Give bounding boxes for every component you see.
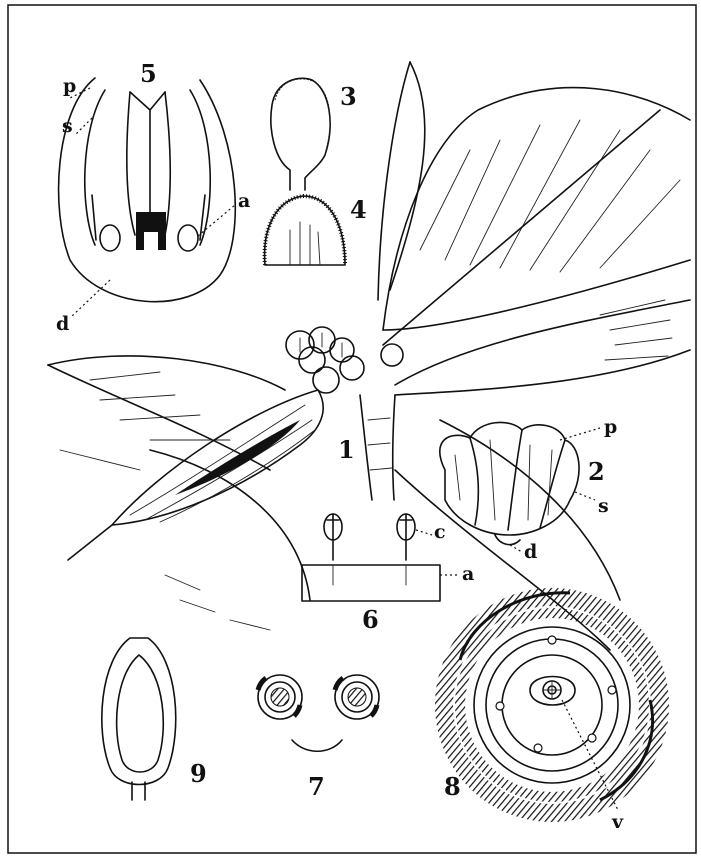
fig5-label-p: p	[63, 75, 76, 97]
fig3-label: 3	[340, 82, 357, 111]
fig7-glands	[258, 675, 379, 751]
fig8-label: 8	[444, 772, 461, 801]
fig5-label-d: d	[56, 313, 69, 335]
fig2-label-p: p	[604, 416, 617, 438]
fig1-label: 1	[338, 435, 355, 464]
fig8-label-v: v	[611, 811, 624, 833]
fig9-label: 9	[190, 759, 207, 788]
fig2-label-s: s	[598, 495, 609, 517]
fig6-label-c: c	[434, 521, 446, 543]
fig6-label-a: a	[462, 563, 474, 585]
fig3-petal	[271, 78, 330, 190]
fig6-label: 6	[362, 605, 379, 634]
fig7-label: 7	[308, 772, 325, 801]
fig2-label: 2	[588, 457, 605, 486]
fig9-seed	[102, 638, 176, 800]
fig6-stamens	[302, 514, 440, 601]
fig5-label-a: a	[238, 190, 250, 212]
fig5-label-s: s	[62, 115, 73, 137]
fig4-sepal	[265, 196, 345, 265]
fig1-branch-drawing	[48, 62, 690, 650]
fig5-flower-section	[59, 78, 236, 302]
fig5-label: 5	[140, 59, 157, 88]
fig4-label: 4	[350, 195, 367, 224]
fig8-floral-diagram	[444, 593, 660, 813]
plate-border	[8, 5, 696, 853]
fig2-label-d: d	[524, 541, 537, 563]
